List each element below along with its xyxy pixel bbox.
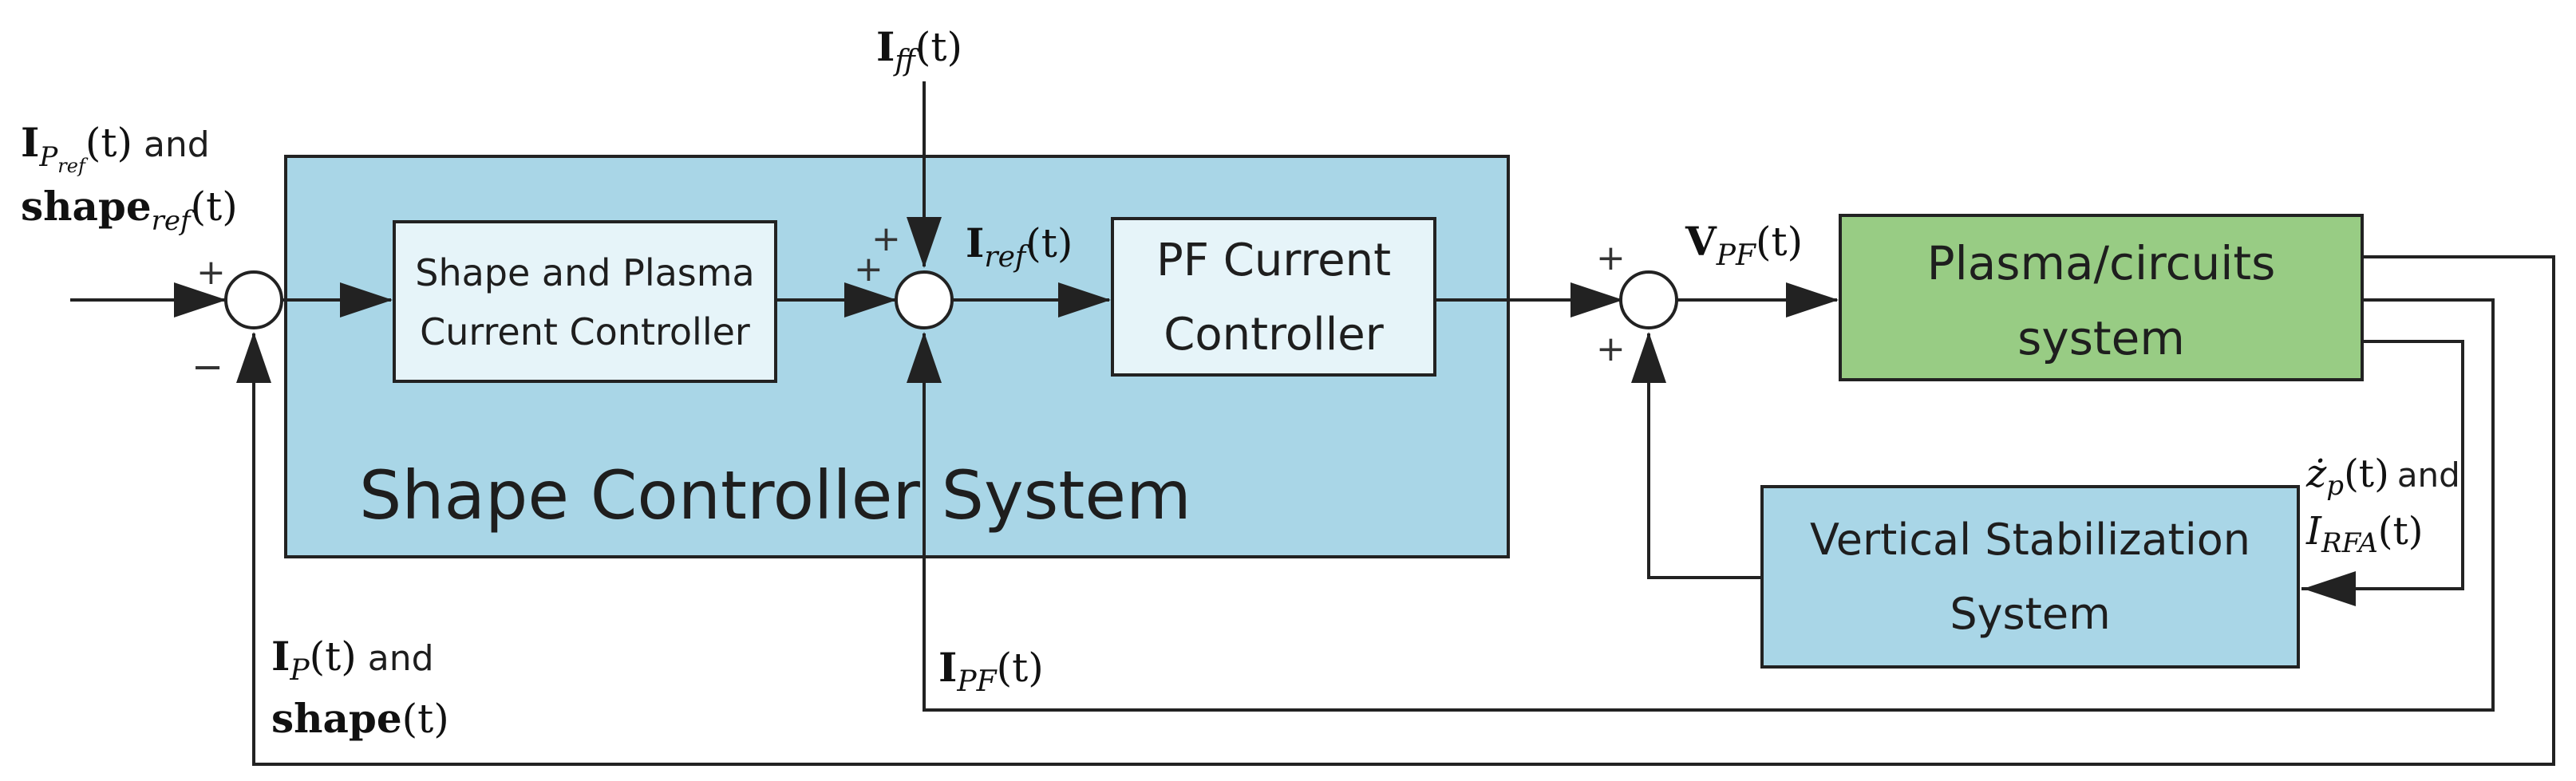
signal-feedback-label-line1: IP(t)and <box>271 633 434 687</box>
sum1-minus-sign: − <box>192 345 223 389</box>
sum3-plus-top-sign: + <box>1596 238 1626 278</box>
shape-plasma-controller-block <box>393 220 777 383</box>
signal-ipf-label: IPF(t) <box>938 644 1044 698</box>
shape-plasma-controller-label-line1: Shape and Plasma <box>415 251 755 294</box>
signal-vpf-label: VPF(t) <box>1685 218 1803 272</box>
pf-current-controller-label-line1: PF Current <box>1156 235 1391 286</box>
sum2-plus-left-sign: + <box>854 249 883 290</box>
vertical-stabilization-label-line1: Vertical Stabilization <box>1810 515 2250 565</box>
signal-vs-measurement-label-line1: żp(t)and <box>2305 452 2460 502</box>
signal-iref-label: Iref(t) <box>966 219 1073 274</box>
plasma-circuits-label-line1: Plasma/circuits <box>1927 236 2276 290</box>
vertical-stabilization-label-line2: System <box>1950 589 2110 639</box>
signal-feedback-label-line2: shape(t) <box>271 695 449 742</box>
pf-current-controller-label-line2: Controller <box>1164 309 1384 361</box>
signal-iff-label: Iff(t) <box>876 23 962 77</box>
summing-junction-2 <box>895 270 954 329</box>
summing-junction-1 <box>224 270 283 329</box>
plasma-circuits-label-line2: system <box>2017 311 2185 365</box>
summing-junction-3 <box>1619 270 1678 329</box>
sum1-plus-sign: + <box>196 252 226 293</box>
shape-controller-system-label: Shape Controller System <box>359 456 1191 534</box>
sum2-plus-top-sign: + <box>871 219 901 259</box>
vertical-stabilization-block <box>1760 485 2300 669</box>
signal-vs-measurement-label-line2: IRFA(t) <box>2305 509 2424 559</box>
pf-current-controller-block <box>1111 217 1436 377</box>
sum3-plus-bottom-sign: + <box>1596 329 1626 369</box>
shape-plasma-controller-label-line2: Current Controller <box>420 310 750 353</box>
signal-reference-label-line2: shaperef(t) <box>21 183 238 237</box>
arrowheads <box>174 217 2356 606</box>
plasma-circuits-block <box>1839 214 2364 381</box>
signal-reference-label-line1: IPref(t)and <box>21 119 210 177</box>
